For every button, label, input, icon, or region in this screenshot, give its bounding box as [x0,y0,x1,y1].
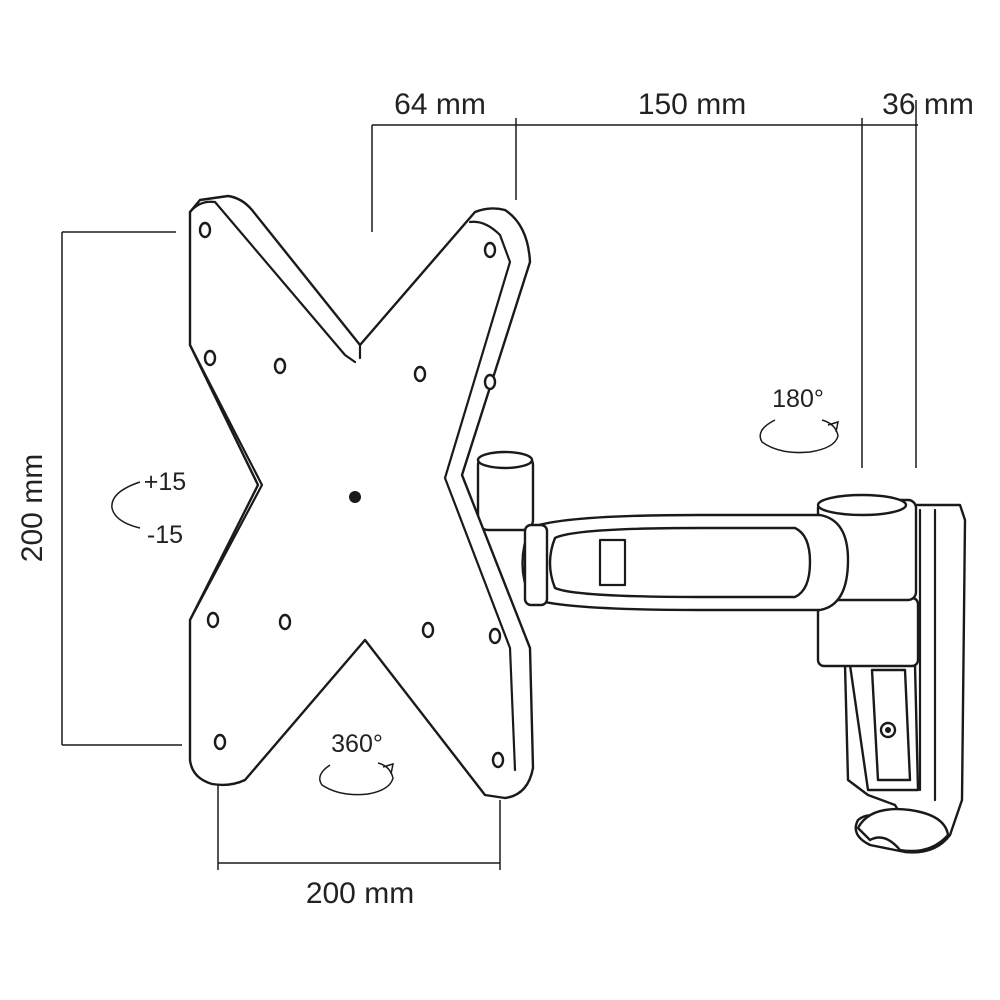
wall-depth-label: 36 mm [882,88,974,121]
vesa-plate [188,194,535,800]
bottom-dimension-lines [217,780,501,870]
vesa-height-label: 200 mm [16,454,49,562]
tilt-down-label: -15 [147,521,183,549]
offset-depth-label: 64 mm [394,88,486,121]
swivel-label: 180° [772,385,824,413]
wall-bracket [816,493,967,854]
mounting-holes [198,221,505,769]
rotate-label: 360° [331,730,383,758]
arm-extension-label: 150 mm [638,88,746,121]
tilt-arrow-icon [111,481,141,529]
swing-arm [476,450,850,612]
left-dimension-lines [61,231,182,746]
vesa-width-label: 200 mm [306,877,414,910]
tilt-up-label: +15 [144,468,186,496]
top-dimension-lines [371,100,918,468]
rotate-arrow-icon [319,762,394,796]
swivel-arrow-icon [759,419,839,454]
